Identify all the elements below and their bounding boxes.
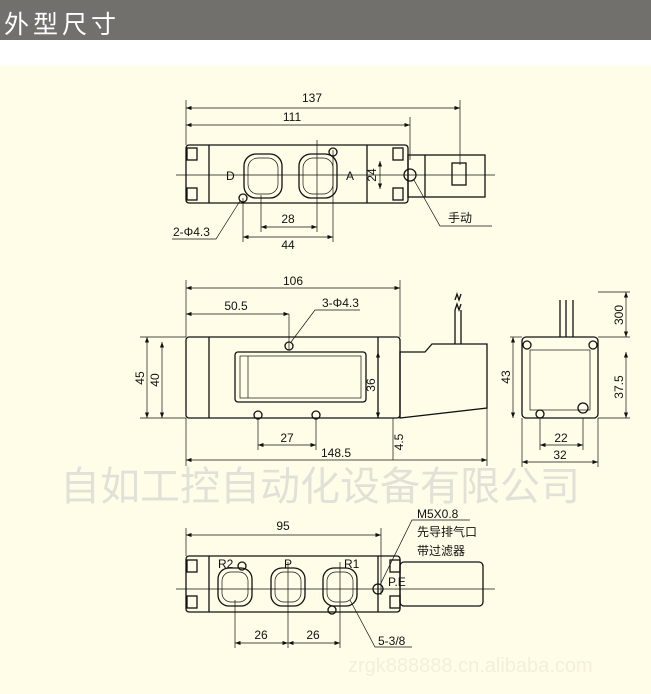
port-p-label: P xyxy=(284,557,292,571)
dim-300: 300 xyxy=(612,305,626,325)
section-header: 外型尺寸 xyxy=(0,0,651,40)
dim-43: 43 xyxy=(499,370,513,384)
dim-40: 40 xyxy=(148,373,162,387)
site-watermark: zrgk888888.cn.alibaba.com xyxy=(348,655,593,677)
dim-36: 36 xyxy=(364,378,378,392)
manual-label: 手动 xyxy=(448,211,472,225)
spec-thread: M5X0.8 xyxy=(417,507,459,521)
dim-148-5: 148.5 xyxy=(321,446,351,460)
bottom-view: 95 R2 P R1 P.E M5X0.8 先导排气口 带过滤器 26 26 5… xyxy=(176,507,495,648)
dim-137: 137 xyxy=(302,91,322,105)
dim-24: 24 xyxy=(365,168,379,182)
dim-111: 111 xyxy=(283,110,302,124)
port-r1-label: R1 xyxy=(344,557,360,571)
spec-filter: 带过滤器 xyxy=(417,544,465,558)
drawing-background xyxy=(0,66,651,694)
top-view: 137 111 28 44 24 2-Φ4.3 手动 D A xyxy=(172,91,495,252)
spec-exhaust: 先导排气口 xyxy=(417,524,477,539)
port-pe-label: P.E xyxy=(388,575,406,589)
company-watermark: 自如工控自动化设备有限公司 xyxy=(60,465,580,509)
dim-26-left: 26 xyxy=(254,628,268,642)
port-d-label: D xyxy=(226,169,235,183)
dim-37-5: 37.5 xyxy=(612,375,626,399)
end-view: 300 37.5 43 22 32 xyxy=(499,291,630,467)
dim-32: 32 xyxy=(553,448,567,462)
dim-4-5: 4.5 xyxy=(392,433,406,450)
dim-28: 28 xyxy=(281,212,295,226)
dim-95: 95 xyxy=(276,519,290,533)
dim-26-right: 26 xyxy=(306,628,320,642)
hole-label-3: 3-Φ4.3 xyxy=(322,296,359,310)
side-view: 106 50.5 3-Φ4.3 45 40 36 27 148.5 4.5 xyxy=(133,274,488,466)
dim-106: 106 xyxy=(283,274,303,288)
port-a-label: A xyxy=(346,169,354,183)
port-r2-label: R2 xyxy=(218,557,234,571)
hole-label: 2-Φ4.3 xyxy=(173,225,210,239)
section-title: 外型尺寸 xyxy=(4,10,121,39)
dim-22: 22 xyxy=(554,431,568,445)
port-size-label: 5-3/8 xyxy=(378,634,406,648)
dim-44: 44 xyxy=(281,238,295,252)
dim-45: 45 xyxy=(133,371,147,385)
dim-27: 27 xyxy=(280,431,294,445)
dim-50-5: 50.5 xyxy=(224,299,248,313)
